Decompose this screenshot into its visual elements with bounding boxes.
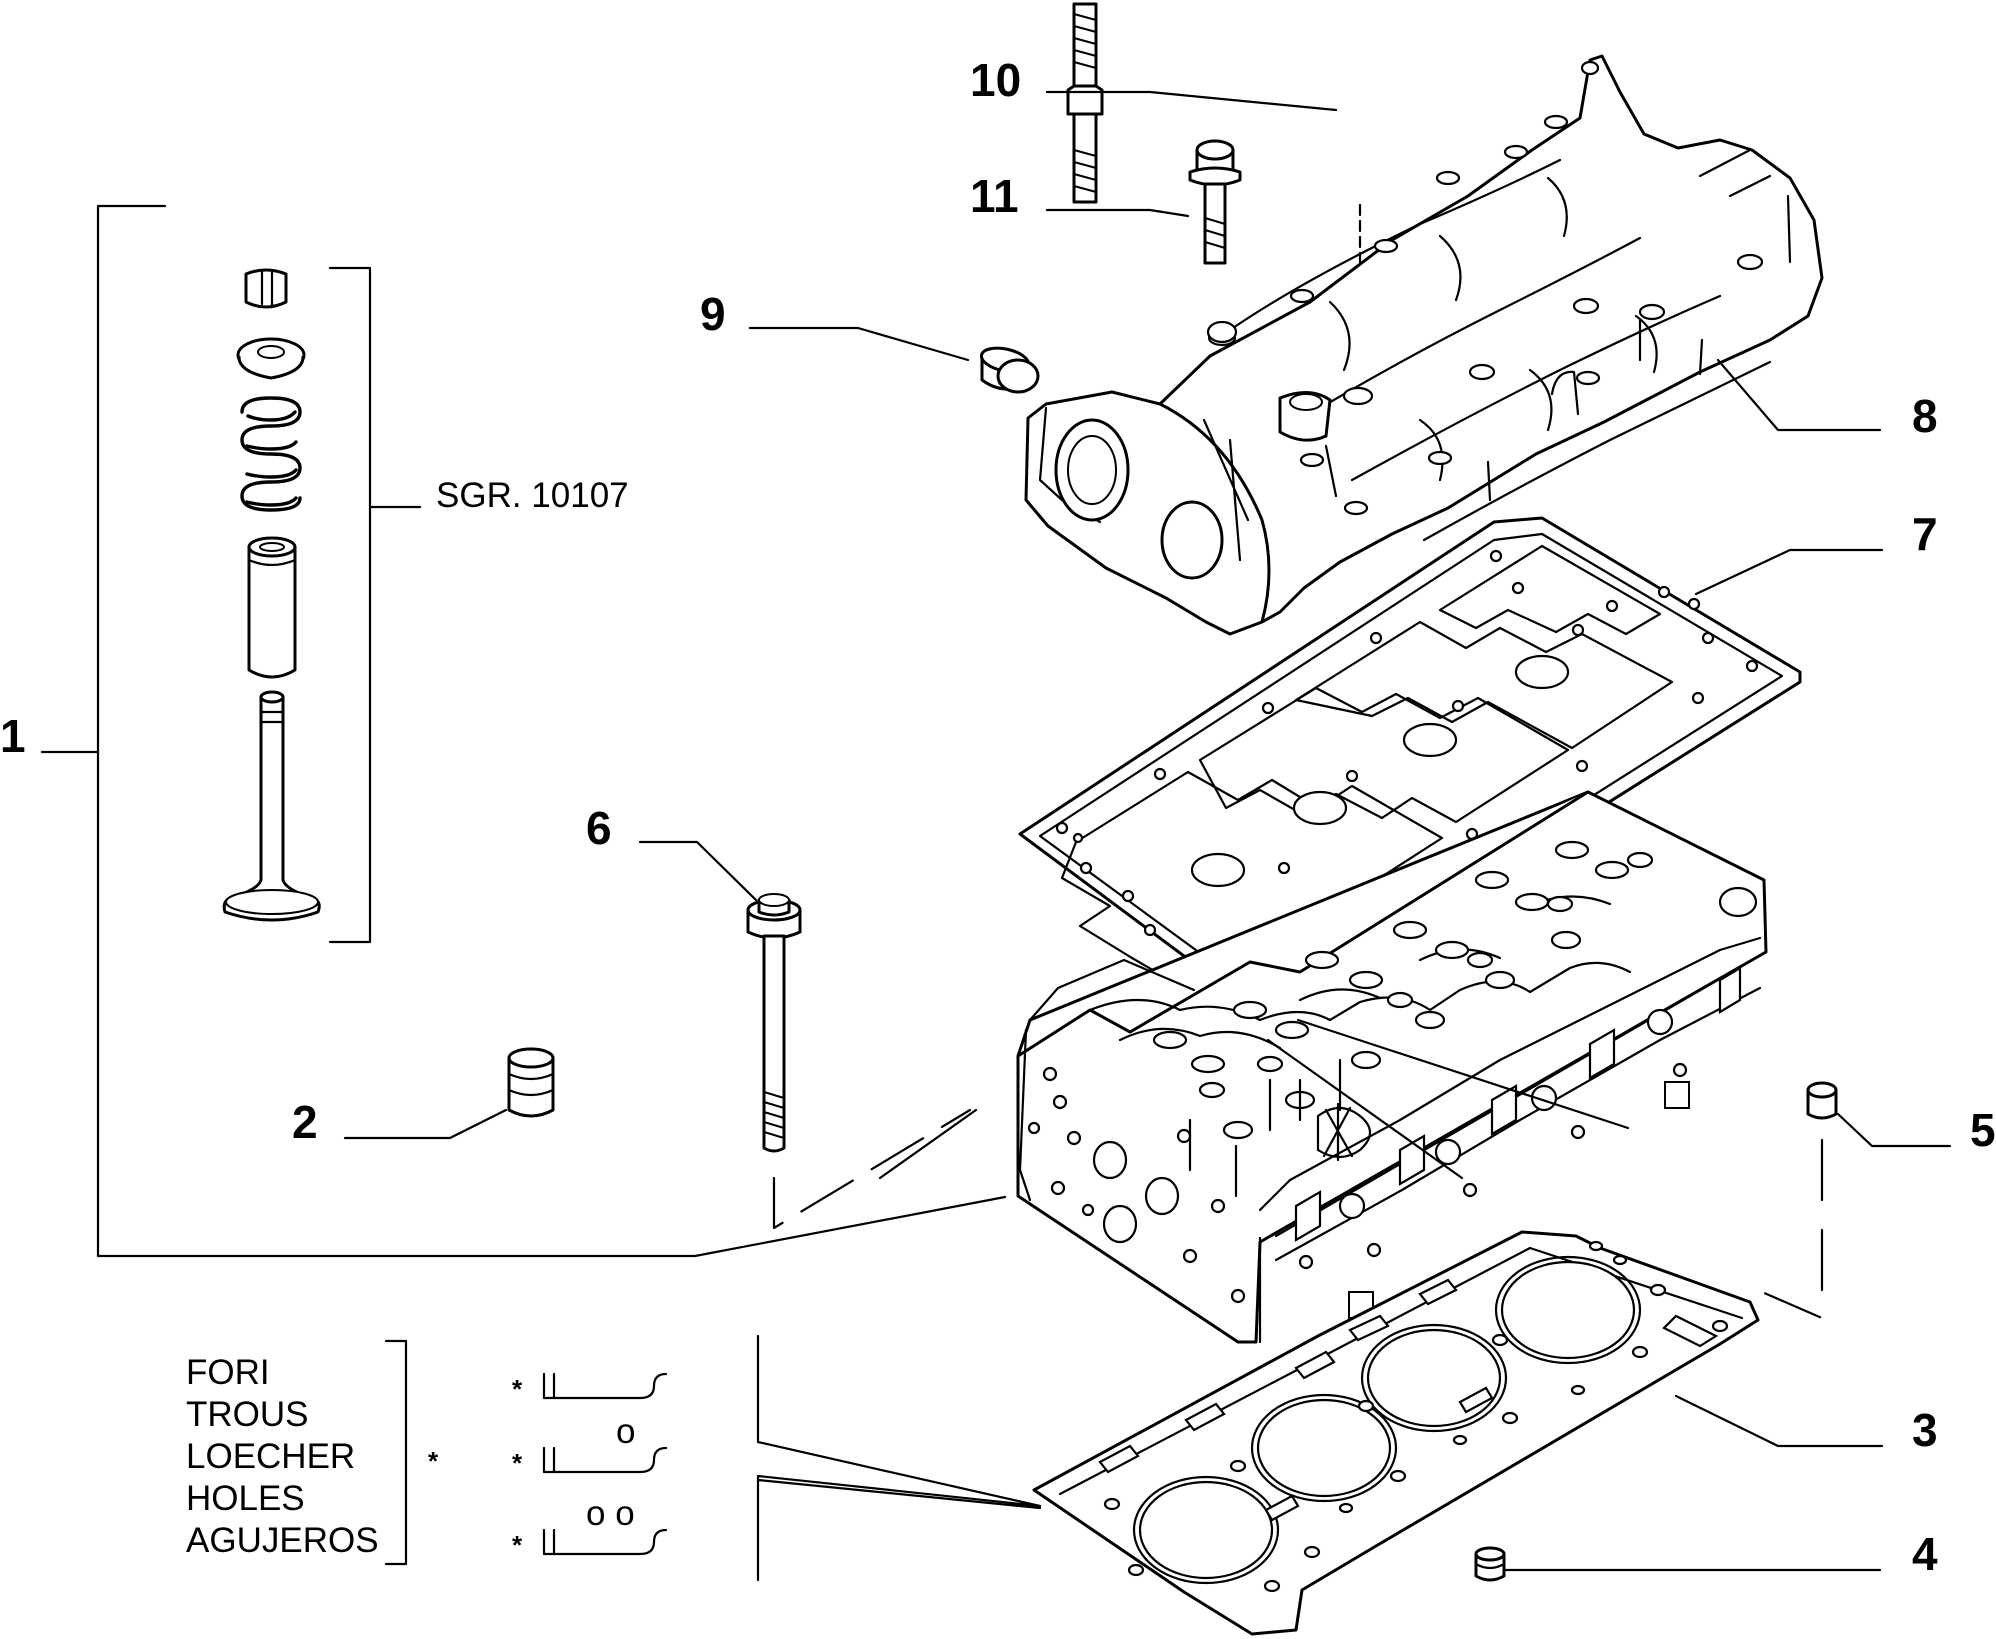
bolt-axis-6 [772,1108,972,1230]
callout-11: 11 [970,170,1019,222]
leader-6 [638,840,758,902]
legend-asterisk-2: * [512,1448,523,1478]
leader-5 [1836,1112,1952,1148]
tappet-part [507,1047,555,1118]
callout-9: 9 [700,288,726,340]
callout-1: 1 [0,710,26,762]
rocker-arm-cluster [1088,840,1654,1198]
legend-holes-variant-2: o [616,1412,635,1451]
callout-3: 3 [1912,1404,1938,1456]
holes-legend [384,1334,1042,1582]
leader-10 [1045,90,1338,112]
leader-3 [1674,1394,1884,1448]
legend-word-trous: TROUS [186,1395,309,1434]
leader-11 [1045,208,1190,218]
head-bolt-part [746,893,802,1153]
stud-part [1066,2,1104,204]
callout-7: 7 [1912,508,1938,560]
valve [222,690,321,922]
valve-spring [240,396,302,512]
callout-2: 2 [292,1096,318,1148]
callout-4: 4 [1912,1528,1938,1580]
leader-9 [748,326,970,362]
legend-group-asterisk: * [428,1446,439,1476]
dowel-axis-5 [1760,1138,1824,1320]
valve-spring-retainer [236,337,306,380]
sgr-bracket [328,266,422,944]
valve-collet [244,268,288,309]
legend-word-holes: HOLES [186,1479,305,1518]
valve-guide [247,536,297,679]
camshaft-housing-part [1024,54,1824,636]
callout-10: 10 [970,54,1021,106]
cylinder-head-part [878,790,1768,1344]
legend-holes-variant-3: o o [586,1494,635,1533]
legend-asterisk-3: * [512,1530,523,1560]
legend-word-agujeros: AGUJEROS [186,1521,379,1560]
legend-word-loecher: LOECHER [186,1437,355,1476]
leader-2 [343,1108,508,1140]
leader-7 [1694,548,1884,596]
legend-asterisk-1: * [512,1374,523,1404]
callout-6: 6 [586,802,612,854]
cylinder-head-lug-b [1664,1081,1690,1109]
dowel-part-5 [1806,1081,1838,1120]
flange-bolt-part [1188,139,1242,265]
callout-5: 5 [1970,1104,1996,1156]
head-gasket-part [1032,1230,1760,1636]
legend-word-fori: FORI [186,1353,270,1392]
item-1-group-bracket [40,204,1007,1258]
plug-part [979,346,1040,394]
dowel-part-4 [1474,1546,1506,1582]
sgr-reference: SGR. 10107 [436,476,629,515]
cam-gasket-part [1018,516,1802,1010]
callout-8: 8 [1912,390,1938,442]
leader-8 [1716,358,1882,432]
